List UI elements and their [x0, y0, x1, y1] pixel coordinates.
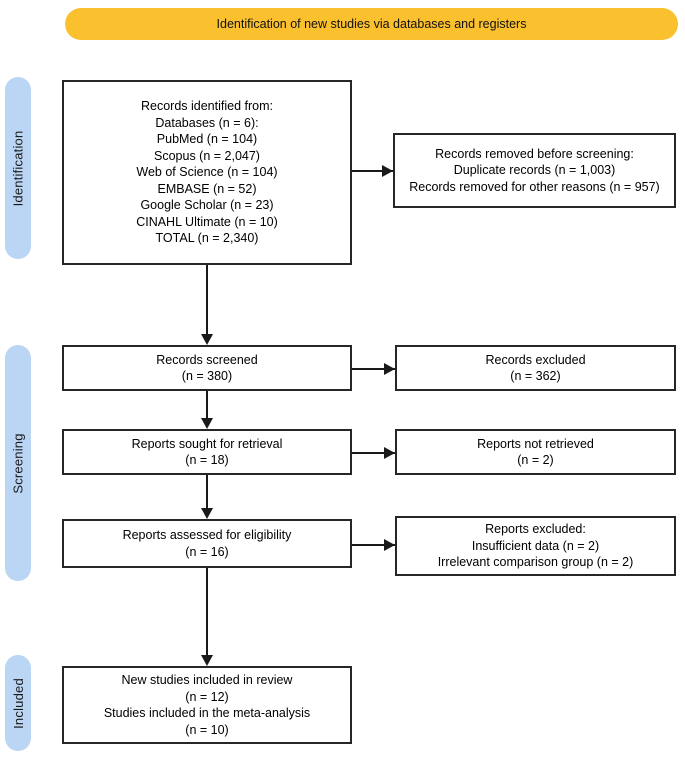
box-reports-not-retrieved-lines: Reports not retrieved (n = 2) — [403, 436, 668, 469]
box-line: Records removed before screening: — [435, 146, 634, 161]
box-line: TOTAL (n = 2,340) — [155, 231, 259, 246]
box-line: (n = 380) — [181, 369, 233, 383]
arrow-assessed-to-excluded — [352, 539, 395, 551]
stage-label-screening: Screening — [5, 345, 31, 581]
arrow-identified-to-removed — [352, 165, 393, 177]
box-line: Duplicate records (n = 1,003) — [453, 163, 616, 178]
box-line: (n = 10) — [185, 722, 229, 737]
box-line: (n = 16) — [185, 544, 229, 559]
box-line: Reports not retrieved — [477, 436, 594, 451]
stage-label-included-text: Included — [10, 677, 26, 729]
stage-label-screening-text: Screening — [10, 432, 26, 494]
box-records-identified-lines: Records identified from: Databases (n = … — [70, 98, 344, 247]
box-line: (n = 12) — [185, 689, 229, 704]
box-line: Databases (n = 6): — [155, 115, 259, 130]
box-reports-excluded-lines: Reports excluded: Insufficient data (n =… — [403, 521, 668, 571]
arrow-assessed-to-included — [201, 568, 213, 666]
box-reports-excluded: Reports excluded: Insufficient data (n =… — [395, 516, 676, 576]
box-records-screened: Records screened (n = 380) — [62, 345, 352, 391]
box-reports-assessed-lines: Reports assessed for eligibility (n = 16… — [70, 527, 344, 560]
box-line: Google Scholar (n = 23) — [140, 198, 274, 213]
box-line: Records excluded — [485, 352, 586, 367]
diagram-title-text: Identification of new studies via databa… — [216, 17, 527, 31]
box-line: (n = 362) — [510, 369, 561, 383]
box-reports-sought-lines: Reports sought for retrieval (n = 18) — [70, 436, 344, 469]
box-line: Insufficient data (n = 2) — [471, 538, 600, 553]
box-line: Records removed for other reasons (n = 9… — [409, 179, 660, 194]
arrow-screened-to-sought — [201, 391, 213, 429]
arrow-identified-to-screened — [201, 265, 213, 345]
box-line: Records screened — [156, 352, 258, 367]
box-records-excluded-lines: Records excluded (n = 362) — [403, 352, 668, 385]
box-line: (n = 18) — [185, 453, 229, 467]
box-line: Irrelevant comparison group (n = 2) — [437, 555, 634, 570]
box-studies-included-lines: New studies included in review (n = 12) … — [70, 672, 344, 738]
box-records-identified: Records identified from: Databases (n = … — [62, 80, 352, 265]
box-line: (n = 2) — [517, 453, 554, 467]
box-records-removed: Records removed before screening: Duplic… — [393, 133, 676, 208]
box-line: Reports sought for retrieval — [131, 436, 283, 451]
stage-label-identification-text: Identification — [10, 130, 26, 206]
arrow-screened-to-excluded — [352, 363, 395, 375]
box-line: Web of Science (n = 104) — [136, 165, 278, 180]
box-records-excluded: Records excluded (n = 362) — [395, 345, 676, 391]
stage-label-identification: Identification — [5, 77, 31, 259]
box-line: CINAHL Ultimate (n = 10) — [136, 214, 278, 229]
box-line: New studies included in review — [121, 673, 293, 687]
diagram-title-banner: Identification of new studies via databa… — [65, 8, 678, 40]
box-line: Records identified from: — [140, 99, 273, 114]
arrow-sought-to-not-retrieved — [352, 447, 395, 459]
stage-label-included: Included — [5, 655, 31, 751]
arrow-sought-to-assessed — [201, 475, 213, 519]
box-studies-included: New studies included in review (n = 12) … — [62, 666, 352, 744]
box-line: Reports excluded: — [485, 522, 586, 537]
box-line: Scopus (n = 2,047) — [154, 148, 260, 163]
box-line: Studies included in the meta-analysis — [103, 706, 311, 720]
box-line: EMBASE (n = 52) — [157, 181, 257, 196]
box-reports-sought: Reports sought for retrieval (n = 18) — [62, 429, 352, 475]
box-reports-assessed: Reports assessed for eligibility (n = 16… — [62, 519, 352, 568]
box-line: PubMed (n = 104) — [156, 132, 258, 147]
box-records-screened-lines: Records screened (n = 380) — [70, 352, 344, 385]
box-records-removed-lines: Records removed before screening: Duplic… — [401, 146, 668, 196]
box-reports-not-retrieved: Reports not retrieved (n = 2) — [395, 429, 676, 475]
box-line: Reports assessed for eligibility — [122, 528, 292, 542]
